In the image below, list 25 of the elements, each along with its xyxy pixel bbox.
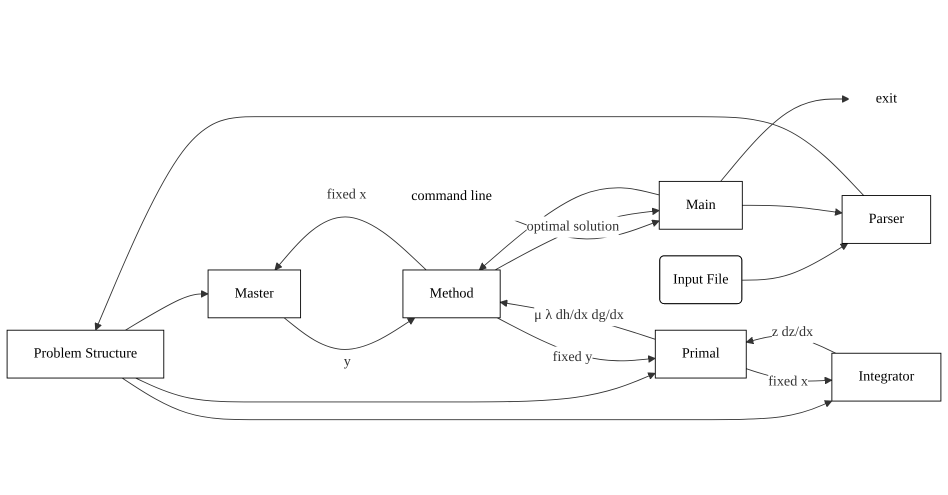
edge-label: optimal solution [526,219,620,234]
node-box: Primal [654,330,747,379]
edge-label: fixed y [552,349,592,364]
arrow [124,290,208,331]
node-box: Problem Structure [6,330,164,379]
node-text: command line [411,188,492,204]
node-box: Master [208,270,302,318]
arrow [274,216,427,271]
edge-label: fixed x [326,187,366,202]
edge-label: y [344,354,351,369]
arrow [135,372,656,403]
arrow [122,378,832,420]
arrow [720,95,850,182]
arrow [284,317,416,350]
arrow [742,243,848,281]
edge-label: z dz/dx [772,324,814,340]
node-box: Integrator [831,352,942,402]
arrow [94,116,864,331]
node-text: exit [876,91,898,106]
node-box: Parser [842,195,932,244]
edge-label: μ λ dh/dx dg/dx [534,308,624,323]
arrow [742,204,842,216]
node-box: Method [402,270,501,318]
node-box: Main [658,181,743,230]
edge-label: fixed x [768,374,808,390]
